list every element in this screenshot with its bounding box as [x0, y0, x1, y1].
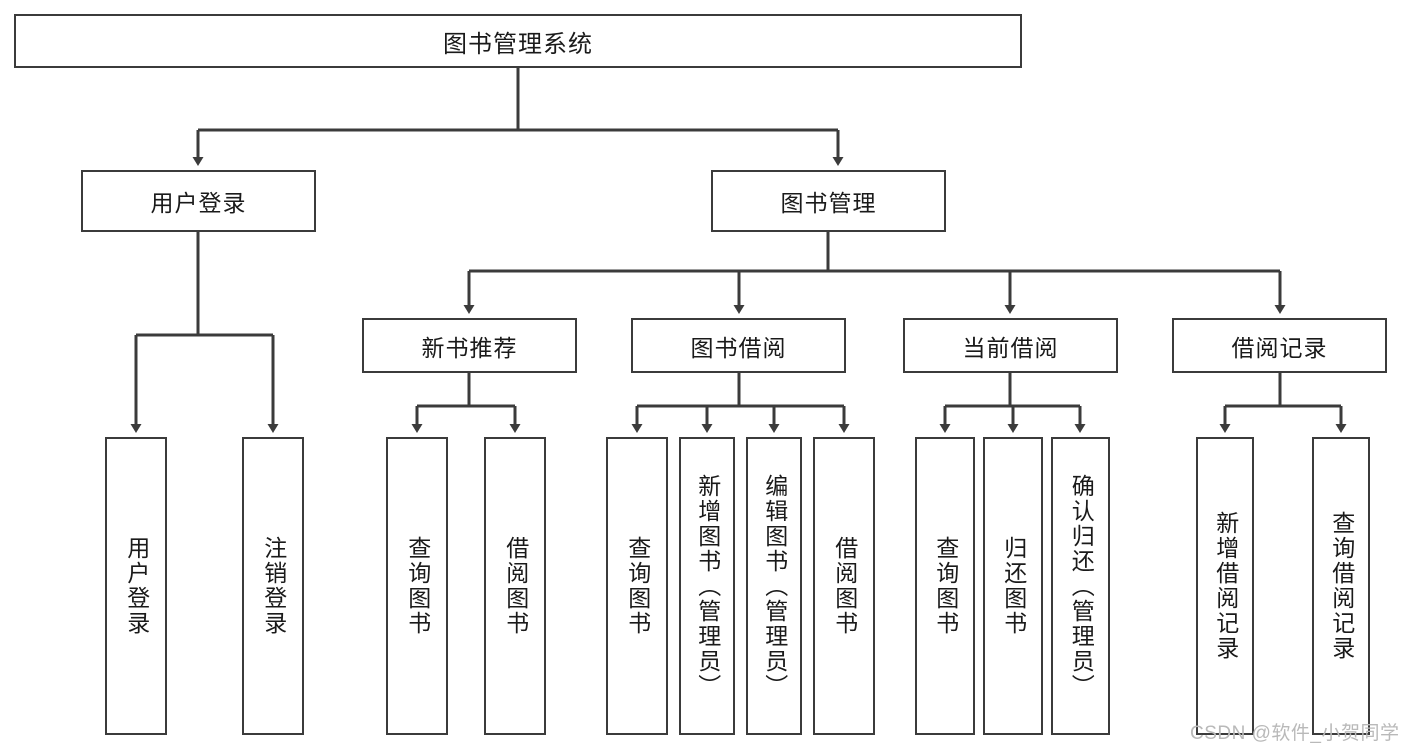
- node-borrow-record-label: 借阅记录: [1231, 334, 1328, 361]
- node-leaf-borrow-book-rec-label: 借阅图书: [502, 536, 529, 636]
- node-borrow-record[interactable]: 借阅记录: [1172, 318, 1387, 373]
- node-leaf-logout[interactable]: 注销登录: [242, 437, 304, 735]
- node-leaf-query-book-current[interactable]: 查询图书: [915, 437, 975, 735]
- node-user-login[interactable]: 用户登录: [81, 170, 316, 232]
- node-leaf-query-book-rec-label: 查询图书: [404, 536, 431, 636]
- node-leaf-borrow-book-rec[interactable]: 借阅图书: [484, 437, 546, 735]
- node-leaf-edit-book-admin-label: 编辑图书（管理员）: [761, 473, 788, 699]
- node-book-manage[interactable]: 图书管理: [711, 170, 946, 232]
- node-leaf-add-book-admin-label: 新增图书（管理员）: [694, 473, 721, 699]
- node-new-book-recommend-label: 新书推荐: [421, 334, 518, 361]
- node-leaf-return-book[interactable]: 归还图书: [983, 437, 1043, 735]
- node-leaf-add-borrow-record[interactable]: 新增借阅记录: [1196, 437, 1254, 735]
- node-root[interactable]: 图书管理系统: [14, 14, 1022, 68]
- node-book-borrow-label: 图书借阅: [690, 334, 787, 361]
- node-leaf-query-book-rec[interactable]: 查询图书: [386, 437, 448, 735]
- node-root-label: 图书管理系统: [443, 30, 593, 58]
- node-new-book-recommend[interactable]: 新书推荐: [362, 318, 577, 373]
- node-leaf-user-login[interactable]: 用户登录: [105, 437, 167, 735]
- watermark-text: CSDN @软件_小贺同学: [1190, 723, 1400, 744]
- node-user-login-label: 用户登录: [150, 190, 247, 216]
- node-book-manage-label: 图书管理: [780, 190, 877, 216]
- node-leaf-query-book-current-label: 查询图书: [932, 536, 959, 636]
- node-leaf-query-book-borrow-label: 查询图书: [624, 536, 651, 636]
- node-book-borrow[interactable]: 图书借阅: [631, 318, 846, 373]
- node-leaf-confirm-return-admin[interactable]: 确认归还（管理员）: [1051, 437, 1110, 735]
- node-leaf-query-book-borrow[interactable]: 查询图书: [606, 437, 668, 735]
- node-leaf-user-login-label: 用户登录: [123, 536, 150, 636]
- node-leaf-borrow-book[interactable]: 借阅图书: [813, 437, 875, 735]
- node-leaf-confirm-return-admin-label: 确认归还（管理员）: [1068, 473, 1095, 699]
- node-leaf-query-borrow-record[interactable]: 查询借阅记录: [1312, 437, 1370, 735]
- node-leaf-add-book-admin[interactable]: 新增图书（管理员）: [679, 437, 735, 735]
- node-current-borrow-label: 当前借阅: [962, 334, 1059, 361]
- node-leaf-return-book-label: 归还图书: [1000, 536, 1027, 636]
- node-leaf-logout-label: 注销登录: [260, 536, 287, 636]
- node-current-borrow[interactable]: 当前借阅: [903, 318, 1118, 373]
- node-leaf-edit-book-admin[interactable]: 编辑图书（管理员）: [746, 437, 802, 735]
- node-leaf-add-borrow-record-label: 新增借阅记录: [1212, 511, 1239, 661]
- node-leaf-query-borrow-record-label: 查询借阅记录: [1328, 511, 1355, 661]
- node-leaf-borrow-book-label: 借阅图书: [831, 536, 858, 636]
